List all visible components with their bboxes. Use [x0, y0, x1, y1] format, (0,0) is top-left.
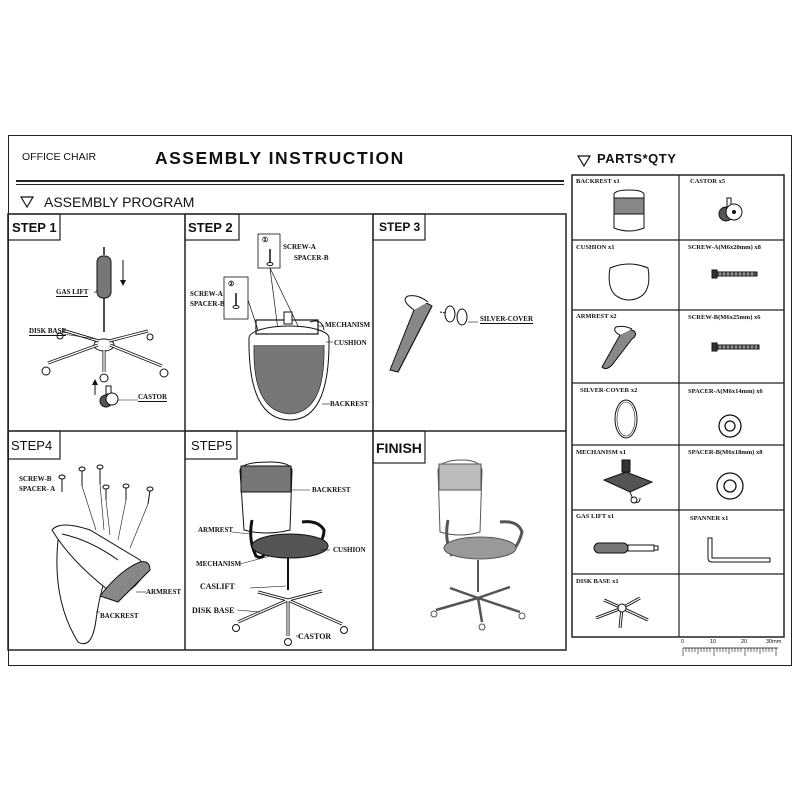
assembly-program-heading: ASSEMBLY PROGRAM [44, 194, 195, 210]
step-2-part-label: SCREW-A [283, 243, 316, 251]
step-5-part-label: CASTOR [298, 632, 332, 641]
step-4-part-label: BACKREST [100, 612, 139, 620]
step-1-part-label: DISK BASE [29, 327, 67, 336]
ruler-tick-label: 10 [710, 639, 717, 645]
step-5-part-label: DISK BASE [192, 606, 235, 615]
step-3-part-label: SILVER-COVER [480, 315, 534, 324]
step-1-label: STEP 1 [12, 220, 57, 235]
step-5-part-label: CASLIFT [200, 582, 235, 591]
backrest-icon [613, 189, 645, 232]
step-2-marker: ② [228, 280, 235, 288]
ruler-tick-label: 20 [741, 639, 748, 645]
title-rule [16, 180, 564, 182]
step-2-part-label: SPACER-B [294, 254, 329, 262]
ruler-tick-label: 30mm [766, 639, 782, 645]
triangle-down-icon [19, 196, 35, 209]
mechanism-icon [602, 459, 654, 504]
step-3-label: STEP 3 [379, 220, 421, 234]
finish-label: FINISH [376, 440, 422, 456]
step-2-part-label: CUSHION [334, 339, 367, 347]
step-5-part-label: BACKREST [312, 486, 351, 494]
title-rule-thin [16, 184, 564, 185]
spacer-b-icon [716, 472, 744, 500]
castor-icon [718, 197, 743, 222]
part-label-cushion: CUSHION x1 [576, 244, 615, 251]
gas-lift-icon [593, 542, 659, 554]
spacer-a-icon [718, 414, 742, 438]
disk-base-icon [595, 596, 649, 629]
step-2-part-label: SCREW-A [190, 290, 223, 298]
step-1-part-label: GAS LIFT [56, 288, 89, 297]
part-label-mechanism: MECHANISM x1 [576, 449, 627, 456]
screw-a-icon [711, 269, 758, 279]
step-4-part-label: SCREW-B [19, 475, 52, 483]
step-2-marker: ① [262, 236, 269, 244]
step-5-part-label: MECHANISM [196, 560, 242, 568]
part-label-castor: CASTOR x5 [690, 178, 726, 185]
part-label-disk-base: DISK BASE x1 [576, 578, 619, 585]
product-name: OFFICE CHAIR [22, 151, 97, 163]
cushion-icon [608, 263, 650, 301]
part-label-spacer-a: SPACER-A(M6x14mm) x6 [688, 388, 763, 395]
parts-heading: PARTS*QTY [597, 151, 677, 166]
step-2-part-label: SPACER-B [190, 300, 225, 308]
step-4-label: STEP4 [11, 438, 53, 453]
document-title: ASSEMBLY INSTRUCTION [155, 148, 405, 168]
ruler-tick-label: 0 [681, 639, 685, 645]
part-label-backrest: BACKREST x1 [576, 178, 620, 185]
part-label-silver-cover: SILVER-COVER x2 [580, 387, 638, 394]
silver-cover-icon [614, 399, 638, 439]
part-label-gas-lift: GAS LIFT x1 [576, 513, 615, 520]
step-5-label: STEP5 [191, 438, 233, 453]
step-2-label: STEP 2 [188, 220, 233, 235]
part-label-screw-a: SCREW-A(M6x20mm) x8 [688, 244, 761, 251]
triangle-down-icon [576, 155, 592, 168]
part-label-spanner: SPANNER x1 [690, 515, 729, 522]
step-4-part-label: SPACER- A [19, 485, 56, 493]
part-label-spacer-b: SPACER-B(M6x18mm) x8 [688, 449, 763, 456]
step-1-part-label: CASTOR [138, 393, 168, 402]
screw-b-icon [711, 342, 760, 352]
step-2-part-label: MECHANISM [325, 321, 371, 329]
part-label-screw-b: SCREW-B(M6x25mm) x6 [688, 314, 761, 321]
step-4-part-label: ARMREST [146, 588, 182, 596]
step-5-part-label: CUSHION [333, 546, 366, 554]
step-2-part-label: BACKREST [330, 400, 369, 408]
spanner-icon [707, 537, 771, 563]
part-label-armrest: ARMREST x2 [576, 313, 617, 320]
armrest-icon [601, 325, 637, 370]
step-5-part-label: ARMREST [198, 526, 234, 534]
